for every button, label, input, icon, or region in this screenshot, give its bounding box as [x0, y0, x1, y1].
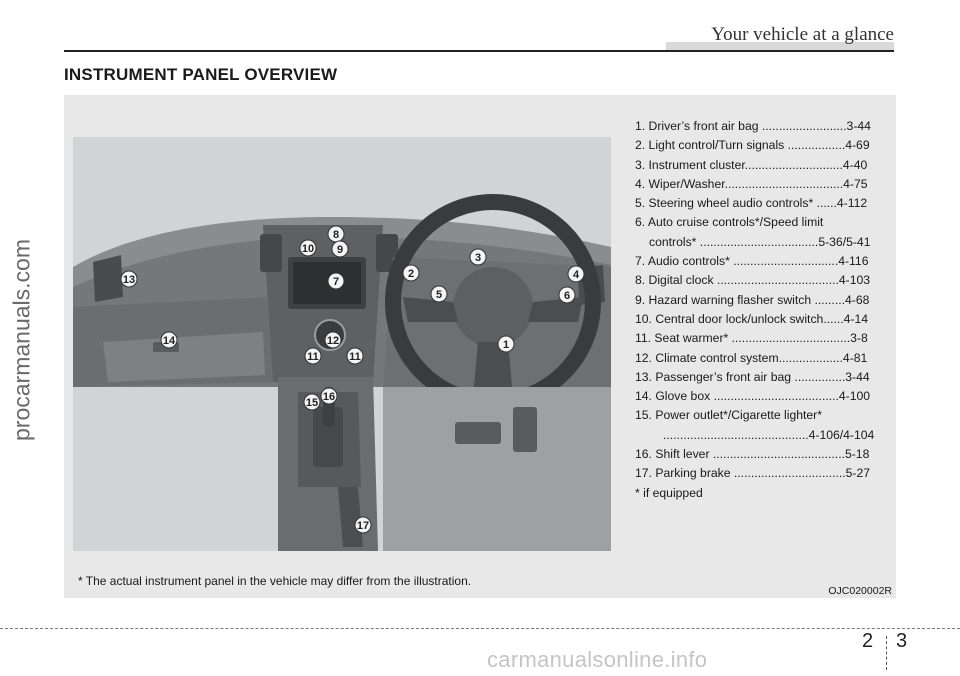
callout-15: 15 [303, 393, 321, 411]
callout-label: 17 [357, 520, 369, 532]
legend-item: 2. Light control/Turn signals ..........… [635, 138, 870, 153]
callout-16: 16 [320, 387, 338, 405]
legend-item-continued: controls* ..............................… [649, 234, 871, 249]
legend-footnote: * if equipped [635, 485, 703, 500]
callout-5: 5 [430, 285, 448, 303]
legend-item: 16. Shift lever ........................… [635, 447, 870, 462]
callout-17: 17 [354, 516, 372, 534]
callout-10: 10 [299, 239, 317, 257]
callout-label: 6 [564, 290, 570, 302]
footer-dashed-rule [0, 628, 960, 629]
legend-item: 15. Power outlet*/Cigarette lighter* [635, 408, 822, 423]
callout-label: 14 [163, 335, 176, 347]
side-watermark-text: procarmanuals.com [8, 239, 35, 441]
legend-item: 4. Wiper/Washer.........................… [635, 176, 868, 191]
legend-item: 8. Digital clock .......................… [635, 273, 871, 288]
callout-label: 15 [306, 397, 318, 409]
legend-item: 11. Seat warmer* .......................… [635, 331, 868, 346]
legend-item: 1. Driver’s front air bag ..............… [635, 119, 871, 133]
legend-item: 12. Climate control system..............… [635, 350, 868, 365]
callout-3: 3 [469, 248, 487, 266]
callout-label: 16 [323, 391, 335, 403]
callout-6: 6 [558, 286, 576, 304]
legend-item: 14. Glove box ..........................… [635, 389, 871, 404]
callout-label: 3 [475, 252, 481, 264]
header-accent-bar [666, 42, 894, 52]
section-title: INSTRUMENT PANEL OVERVIEW [64, 65, 338, 84]
callout-label: 4 [573, 269, 580, 281]
illustration-disclaimer: * The actual instrument panel in the veh… [78, 574, 472, 588]
legend-item-continued: ........................................… [663, 427, 875, 442]
header-rule [64, 50, 894, 52]
legend-item: 9. Hazard warning flasher switch .......… [635, 292, 870, 307]
legend-item: 13. Passenger’s front air bag ..........… [635, 369, 870, 384]
callout-label: 10 [302, 243, 314, 255]
callout-2: 2 [402, 264, 420, 282]
page-number-separator [886, 636, 887, 670]
callout-11: 11 [346, 347, 364, 365]
callout-label: 1 [503, 339, 509, 351]
legend-item: 6. Auto cruise controls*/Speed limit [635, 215, 824, 230]
callout-12: 12 [324, 331, 342, 349]
side-watermark: procarmanuals.com [4, 140, 40, 540]
legend-item: 7. Audio controls* .....................… [635, 254, 869, 269]
callout-label: 13 [123, 274, 135, 286]
callout-label: 9 [337, 244, 343, 256]
callout-13: 13 [120, 270, 138, 288]
legend-item: 3. Instrument cluster...................… [635, 157, 868, 172]
callout-label: 7 [333, 276, 339, 288]
callout-8: 8 [327, 225, 345, 243]
chapter-number: 2 [862, 630, 874, 652]
legend-item: 17. Parking brake ......................… [635, 466, 871, 481]
callout-label: 8 [333, 229, 339, 241]
callout-1: 1 [497, 335, 515, 353]
callout-label: 12 [327, 335, 339, 347]
legend-item: 10. Central door lock/unlock switch.....… [635, 311, 869, 326]
page-number: 3 [896, 630, 908, 652]
callout-label: 2 [408, 268, 414, 280]
callout-11: 11 [304, 347, 322, 365]
header-title: Your vehicle at a glance [711, 24, 894, 45]
legend-item: 5. Steering wheel audio controls* ......… [635, 196, 868, 211]
component-legend: 1. Driver’s front air bag ..............… [635, 117, 885, 503]
callout-label: 11 [349, 351, 361, 363]
bottom-watermark: carmanualsonline.info [487, 647, 708, 672]
callout-9: 9 [331, 240, 349, 258]
callout-label: 5 [436, 289, 442, 301]
callout-label: 11 [307, 351, 319, 363]
callout-7: 7 [327, 272, 345, 290]
image-code: OJC020002R [828, 585, 892, 597]
callout-4: 4 [567, 265, 585, 283]
callout-14: 14 [160, 331, 178, 349]
